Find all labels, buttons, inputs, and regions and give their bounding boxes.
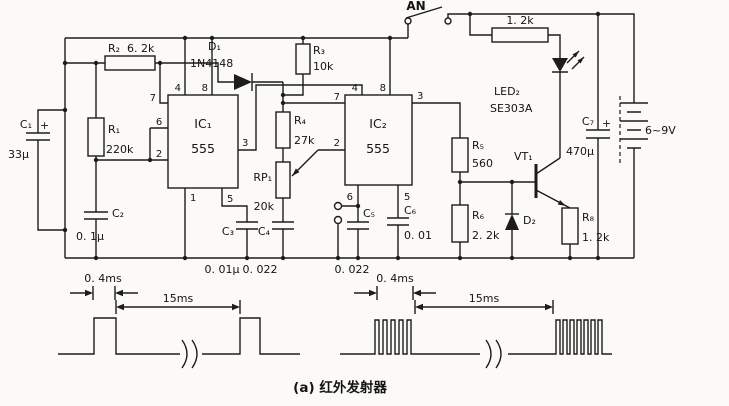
battery: 6~9V [619, 96, 676, 164]
resistor-r5: R₅ 560 [451, 137, 493, 173]
r1-label: R₁ [108, 123, 120, 136]
transistor-vt1: VT₁ [514, 150, 566, 206]
ic1-pin8: 8 [202, 83, 208, 94]
c1-label: C₁ [20, 118, 32, 131]
ic2-555: IC₂ 555 7 2 4 8 3 6 5 [334, 83, 424, 203]
ic2-pin2: 2 [334, 138, 340, 149]
figure-caption: (a) 红外发射器 [293, 379, 387, 396]
resistor-r8: R₈ 1. 2k [561, 207, 610, 245]
rp1-value: 20k [254, 200, 275, 213]
r5-value: 560 [472, 157, 493, 170]
c3-value: 0. 01μ [205, 263, 240, 276]
right-period-label: 15ms [469, 292, 500, 305]
resistor-r6: R₆ 2. 2k [451, 204, 500, 243]
r4-label: R₄ [294, 114, 307, 127]
ic2-pin4: 4 [352, 83, 358, 94]
rp1-label: RP₁ [253, 171, 272, 184]
c1-value: 33μ [8, 148, 29, 161]
ic1-name: IC₁ [194, 116, 211, 131]
c7-plus: + [602, 117, 611, 130]
c1-plus: + [40, 119, 49, 132]
ic1-pin7: 7 [150, 93, 156, 104]
r8-value: 1. 2k [582, 231, 610, 244]
ic2-pin3: 3 [417, 91, 423, 102]
left-period-label: 15ms [163, 292, 194, 305]
waveform-left: 0. 4ms 15ms [58, 272, 300, 369]
ic1-555: IC₁ 555 7 6 2 4 8 3 1 5 [150, 83, 249, 205]
ic2-pin5: 5 [404, 192, 410, 203]
capacitor-c2: C₂ 0. 1μ [76, 207, 124, 243]
c2-value: 0. 1μ [76, 230, 104, 243]
r7-value: 1. 2k [506, 14, 534, 27]
led-d2-infrared: LED₂ SE303A [490, 50, 585, 115]
ic1-pin5: 5 [227, 194, 233, 205]
r1-value: 220k [106, 143, 134, 156]
c3-label: C₃ [222, 225, 234, 238]
ic2-part: 555 [366, 141, 390, 156]
ic1-part: 555 [191, 141, 215, 156]
power-switch: AN [404, 0, 452, 25]
r2-value: 6. 2k [127, 42, 155, 55]
capacitor-c4: C₄ 0. 022 [243, 221, 294, 276]
c5-value: 0. 022 [335, 263, 370, 276]
resistor-r1: R₁ 220k [87, 117, 134, 157]
switch-label: AN [406, 0, 425, 13]
wires [37, 13, 635, 259]
c6-value: 0. 01 [404, 229, 432, 242]
diode-d2: D₂ [505, 213, 536, 230]
led-label: LED₂ [494, 85, 520, 98]
r3-label: R₃ [313, 44, 325, 57]
d1-label: D₁ [208, 40, 221, 53]
d1-part: 1N4148 [190, 57, 233, 70]
right-pulse-width-label: 0. 4ms [376, 272, 414, 285]
c2-label: C₂ [112, 207, 124, 220]
resistor-r2: R₂ 6. 2k [104, 42, 156, 71]
capacitor-c3: C₃ 0. 01μ [205, 221, 258, 276]
ic1-pin3: 3 [242, 138, 248, 149]
capacitor-c6: C₆ 0. 01 [387, 204, 432, 242]
ic2-pin6: 6 [347, 192, 353, 203]
r2-label: R₂ [108, 42, 120, 55]
capacitor-c1: C₁ + 33μ [8, 118, 50, 161]
potentiometer-rp1: RP₁ 20k [253, 161, 300, 213]
capacitor-c7: C₇ + 470μ [566, 115, 611, 158]
c4-label: C₄ [258, 225, 271, 238]
r4-value: 27k [294, 134, 315, 147]
c4-value: 0. 022 [243, 263, 278, 276]
ic2-name: IC₂ [369, 116, 386, 131]
resistor-r7: 1. 2k [491, 14, 549, 43]
r6-label: R₆ [472, 209, 485, 222]
r5-label: R₅ [472, 139, 484, 152]
ic1-pin1: 1 [190, 193, 196, 204]
ic2-pin8: 8 [380, 83, 386, 94]
battery-label: 6~9V [645, 124, 676, 137]
r3-value: 10k [313, 60, 334, 73]
c7-value: 470μ [566, 145, 594, 158]
r6-value: 2. 2k [472, 229, 500, 242]
c7-label: C₇ [582, 115, 594, 128]
ic1-pin6: 6 [156, 117, 162, 128]
r8-label: R₈ [582, 211, 595, 224]
junction-dots [62, 11, 601, 261]
left-pulse-width-label: 0. 4ms [84, 272, 122, 285]
ic1-pin2: 2 [156, 149, 162, 160]
ic2-pin7: 7 [334, 92, 340, 103]
c5-label: C₅ [363, 207, 375, 220]
diode-d1: D₁ 1N4148 [190, 40, 253, 91]
jumper-terminals [333, 201, 343, 225]
d2-label: D₂ [523, 214, 536, 227]
capacitor-c5: C₅ 0. 022 [335, 207, 376, 276]
resistor-r3: R₃ 10k [295, 43, 334, 75]
c6-label: C₆ [404, 204, 417, 217]
led-part: SE303A [490, 102, 533, 115]
ic1-pin4: 4 [175, 83, 181, 94]
vt1-label: VT₁ [514, 150, 533, 163]
resistor-r4: R₄ 27k [275, 111, 315, 149]
waveform-right: 0. 4ms 15ms [340, 272, 612, 369]
